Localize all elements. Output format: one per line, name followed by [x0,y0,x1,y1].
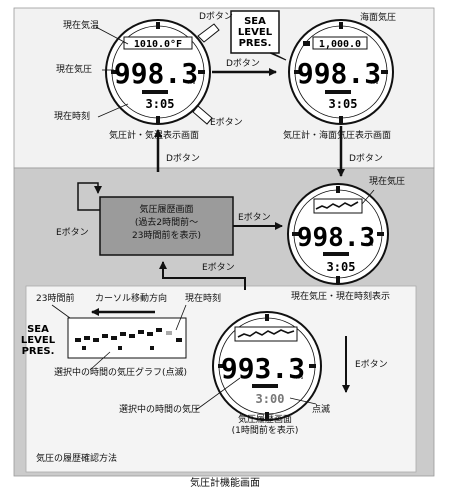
watch2-time: 3:05 [329,97,358,111]
label-current-pressure: 現在気圧 [56,65,93,75]
badge-top-line2: LEVEL [238,27,273,38]
label-current-temp: 現在気温 [63,21,100,31]
watch4-unit: hPa [296,375,304,380]
label-23-hours-ago: 23時間前 [36,294,75,304]
watch1-unit: hPa [188,80,196,85]
badge-bottom-line1: SEA [27,324,49,335]
label-e-button-left: Eボタン [56,228,89,238]
watch-screen-3: 998.3 hPa 3:05 [287,183,389,285]
leader-23h [51,304,71,319]
label-d-button-left: Dボタン [166,154,200,164]
history-box-line3: 23時間前を表示) [132,231,201,241]
label-selected-graph: 選択中の時間の気圧グラフ(点滅) [54,368,188,378]
leader-selected-graph [89,351,111,371]
watch3-main-value: 998.3 [297,223,375,253]
label-cursor-direction: カーソル移動方向 [95,294,168,304]
sea-level-pres-badge-top: SEA LEVEL PRES. [230,10,287,61]
leader-blinking [289,397,317,405]
caption-screen-1: 気圧計・気温表示画面 [109,131,200,141]
label-current-time-graph: 現在時刻 [185,294,222,304]
label-blinking: 点滅 [312,405,331,415]
watch1-top-value: 1010.0°F [134,39,182,50]
badge-top-line1: SEA [244,16,266,27]
leader-current-time-graph [175,304,187,331]
badge-top-line3: PRES. [239,38,272,49]
watch3-unit: hPa [366,242,374,247]
watch1-main-value: 998.3 [114,57,198,90]
sea-level-pres-badge-bottom: SEA LEVEL PRES. [21,324,56,357]
watch1-time: 3:05 [146,97,175,111]
label-e-button-top: Eボタン [210,118,243,128]
badge-bottom-line2: LEVEL [21,335,56,346]
arrow-back-to-history [159,261,246,290]
label-e-button-back: Eボタン [202,263,235,273]
badge-bottom-line3: PRES. [22,346,55,357]
leader-current-time [97,103,129,118]
history-box-line2: (過去2時間前～ [134,218,199,228]
label-e-button-history: Eボタン [238,213,271,223]
leader-current-pressure-right [361,189,375,205]
caption-screen-2: 気圧計・海面気圧表示画面 [283,131,392,141]
watch4-main-value: 993.3 [221,352,305,385]
watch2-top-value: 1,000.0 [319,39,361,50]
leader-selected-pressure [195,377,241,411]
history-screen-box [99,196,234,256]
watch3-time: 3:05 [327,260,356,274]
label-e-button-bottom: Eボタン [355,360,388,370]
label-sea-level-pressure: 海面気圧 [360,13,397,23]
label-d-button-arrow1: Dボタン [226,59,260,69]
watch1-e-button-icon [192,105,213,125]
caption-history-line1: 気圧履歴画面 [237,415,292,425]
leader-current-temp [95,26,129,45]
watch-screen-1: 1010.0°F 998.3 hPa 3:05 [105,19,211,125]
label-history-method: 気圧の履歴確認方法 [36,454,118,464]
history-box-line1: 気圧履歴画面 [139,205,194,215]
caption-screen-3: 現在気圧・現在時刻表示 [291,292,391,302]
watch2-unit: hPa [371,80,379,85]
label-current-pressure-right: 現在気圧 [369,177,406,187]
label-current-time: 現在時刻 [54,112,91,122]
watch1-d-button-icon [197,23,220,43]
watch-screen-2: 1,000.0 998.3 hPa 3:05 [288,19,394,125]
watch2-main-value: 998.3 [297,57,381,90]
label-selected-pressure: 選択中の時間の気圧 [119,405,201,415]
history-loop-arrow [77,182,102,211]
label-d-button-right: Dボタン [349,154,383,164]
label-d-button-top: Dボタン [199,12,233,22]
watch4-time: 3:00 [256,392,285,406]
watch-screen-4: 993.3 hPa 3:00 [212,311,322,421]
pressure-graph-enlarged [67,317,187,359]
caption-history-line2: (1時間前を表示) [231,426,299,436]
footer-title: 気圧計機能画面 [190,478,260,489]
